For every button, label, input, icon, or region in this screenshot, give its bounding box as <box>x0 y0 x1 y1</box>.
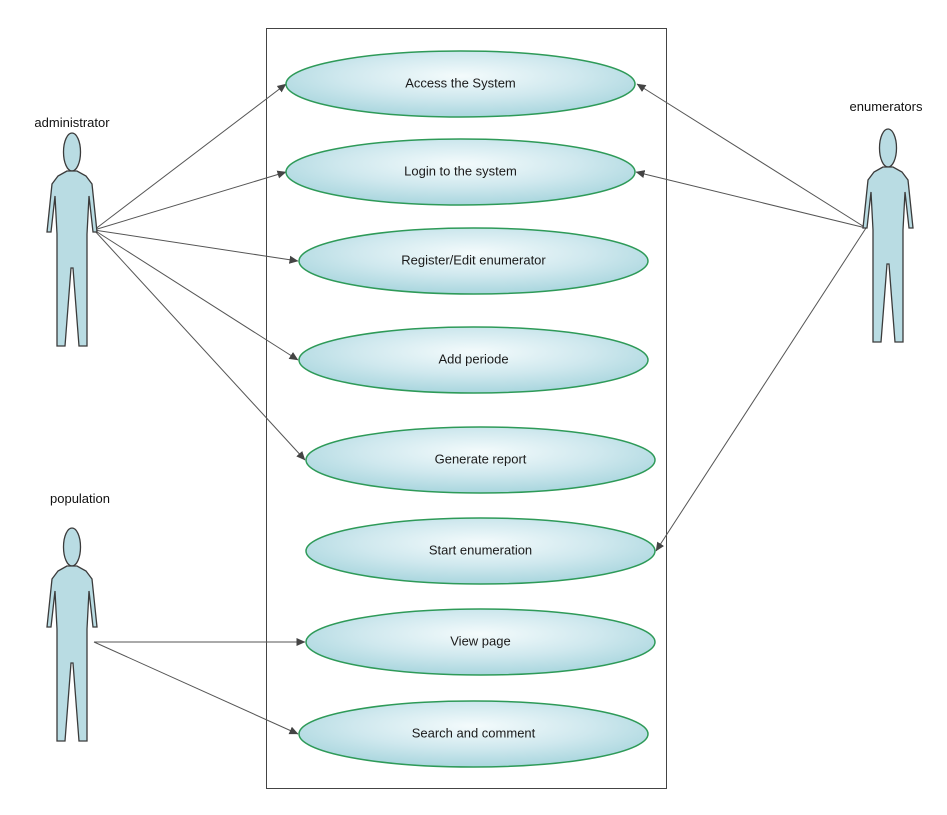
use-case-label: Access the System <box>405 75 516 90</box>
actor-enumerators[interactable]: enumerators <box>850 99 923 343</box>
actor-label: administrator <box>34 115 110 130</box>
assoc-administrator-report <box>93 229 306 461</box>
use-case-access-the-system[interactable]: Access the System <box>285 50 636 118</box>
use-case-label: Register/Edit enumerator <box>401 252 546 267</box>
actor-figure-icon <box>862 128 914 343</box>
assoc-administrator-periode <box>93 229 299 361</box>
use-case-add-periode[interactable]: Add periode <box>298 326 649 394</box>
use-case-search-and-comment[interactable]: Search and comment <box>298 700 649 768</box>
assoc-enumerators-login <box>635 170 867 229</box>
assoc-enumerators-access <box>636 83 867 229</box>
use-case-register-edit-enumerator[interactable]: Register/Edit enumerator <box>298 227 649 295</box>
associations <box>93 83 867 735</box>
actor-population[interactable]: population <box>46 491 110 742</box>
use-case-start-enumeration[interactable]: Start enumeration <box>305 517 656 585</box>
actor-label: enumerators <box>850 99 923 114</box>
actor-label: population <box>50 491 110 506</box>
actor-administrator[interactable]: administrator <box>34 115 110 347</box>
use-case-view-page[interactable]: View page <box>305 608 656 676</box>
assoc-administrator-login <box>93 170 287 231</box>
use-case-login-to-the-system[interactable]: Login to the system <box>285 138 636 206</box>
use-case-generate-report[interactable]: Generate report <box>305 426 656 494</box>
use-case-label: Start enumeration <box>429 542 532 557</box>
assoc-population-search <box>93 641 299 735</box>
assoc-administrator-access <box>93 83 287 231</box>
use-cases: Access the System Login to the system Re… <box>285 50 656 768</box>
use-case-label: View page <box>450 633 510 648</box>
actor-figure-icon <box>46 132 98 347</box>
assoc-enumerators-enumeration <box>655 227 867 552</box>
use-case-label: Generate report <box>435 451 527 466</box>
system-boundary <box>266 28 667 789</box>
actor-figure-icon <box>46 527 98 742</box>
assoc-administrator-register <box>93 229 299 264</box>
use-case-label: Login to the system <box>404 163 517 178</box>
use-case-label: Search and comment <box>412 725 536 740</box>
use-case-label: Add periode <box>438 351 508 366</box>
